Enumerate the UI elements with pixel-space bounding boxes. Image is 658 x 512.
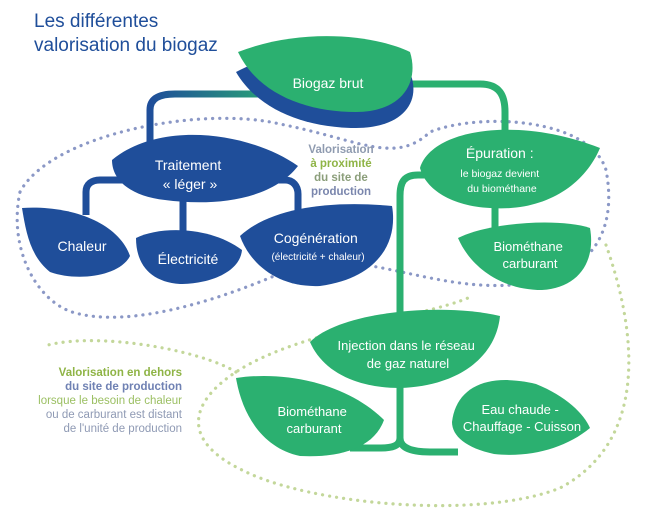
epuration-label-line-1: Épuration : <box>466 145 534 161</box>
note-outer-line-4: ou de carburant est distant <box>45 409 182 421</box>
biomethane-2-label-line-1: Biométhane <box>277 404 346 419</box>
connector-biogaz-to-traitement <box>146 90 290 148</box>
leaf-eau-chaude: Eau chaude - Chauffage - Cuisson <box>452 380 590 455</box>
connector-biogaz-to-epuration <box>390 80 509 135</box>
leaf-injection: Injection dans le réseau de gaz naturel <box>310 309 500 388</box>
leaf-traitement: Traitement « léger » <box>112 134 298 203</box>
note-outer-bold-2: du site de production <box>65 381 182 393</box>
note-inner-line-4: production <box>310 186 372 198</box>
page-title-line-1: Les différentes <box>34 11 159 32</box>
traitement-label-line-1: Traitement <box>155 157 222 173</box>
cogeneration-label-line-1: Cogénération <box>274 230 358 246</box>
svg-text:Injection dans le réseau: Injection dans le réseau de gaz naturel <box>338 338 479 371</box>
svg-text:Biométhane carburant: Biométhane carburant <box>277 404 350 436</box>
outer-valorisation-loop <box>197 243 631 508</box>
electricite-label: Électricité <box>158 251 219 267</box>
cogeneration-label-line-2: (électricité + chaleur) <box>271 252 364 263</box>
note-inner-line-2: à proximité <box>310 158 372 170</box>
biogaz-brut-label: Biogaz brut <box>293 75 364 91</box>
leaf-biomethane-carburant-2: Biométhane carburant <box>236 375 384 457</box>
eau-chaude-label-line-2: Chauffage - Cuisson <box>463 419 581 434</box>
page-title-line-2: valorisation du biogaz <box>34 35 218 56</box>
note-outer-line-5: de l'unité de production <box>63 423 182 435</box>
svg-text:Cogénération (électric: Cogénération (électricité + chaleur) <box>271 230 364 263</box>
leaf-biogaz-brut: Biogaz brut <box>236 36 414 128</box>
svg-text:Biogaz brut: Biogaz brut <box>293 75 364 91</box>
page-title: Les différentes valorisation du biogaz <box>34 10 218 58</box>
traitement-label-line-2: « léger » <box>163 176 218 192</box>
chaleur-label: Chaleur <box>57 238 106 254</box>
leaf-biomethane-carburant-1: Biométhane carburant <box>458 222 592 290</box>
svg-text:Biométhane carburant: Biométhane carburant <box>493 239 566 271</box>
note-inner-valorisation: Valorisation à proximité du site de prod… <box>296 143 386 199</box>
svg-text:Eau chaude - Chauffage: Eau chaude - Chauffage - Cuisson <box>463 402 581 434</box>
biomethane-2-label-line-2: carburant <box>287 421 342 436</box>
biomethane-1-label-line-2: carburant <box>503 256 558 271</box>
inner-valorisation-loop <box>15 116 611 319</box>
svg-text:Traitement « léger »: Traitement « léger » <box>155 157 225 192</box>
eau-chaude-label-line-1: Eau chaude - <box>482 402 559 417</box>
epuration-label-line-2: le biogaz devient <box>460 168 539 180</box>
leaf-electricite: Électricité <box>136 230 242 284</box>
leaf-epuration: Épuration : le biogaz devient du biométh… <box>420 129 600 209</box>
svg-text:Chaleur: Chaleur <box>57 238 106 254</box>
note-outer-bold-1: Valorisation en dehors <box>58 367 182 379</box>
note-inner-line-3: du site de <box>314 172 368 184</box>
note-outer-line-3: lorsque le besoin de chaleur <box>38 395 182 407</box>
svg-text:Électricité: Électricité <box>158 251 219 267</box>
injection-label-line-1: Injection dans le réseau <box>338 338 475 353</box>
injection-label-line-2: de gaz naturel <box>367 356 450 371</box>
note-outer-valorisation: Valorisation en dehors du site de produc… <box>12 366 182 436</box>
biomethane-1-label-line-1: Biométhane <box>493 239 562 254</box>
leaf-chaleur: Chaleur <box>22 207 130 277</box>
epuration-label-line-3: du biométhane <box>467 183 537 195</box>
note-inner-line-1: Valorisation <box>308 144 374 156</box>
svg-text:Épuration : le biogaz: Épuration : le biogaz devient du biométh… <box>460 145 543 195</box>
outer-valorisation-loop-start <box>46 339 238 374</box>
leaf-cogeneration: Cogénération (électricité + chaleur) <box>240 204 394 287</box>
